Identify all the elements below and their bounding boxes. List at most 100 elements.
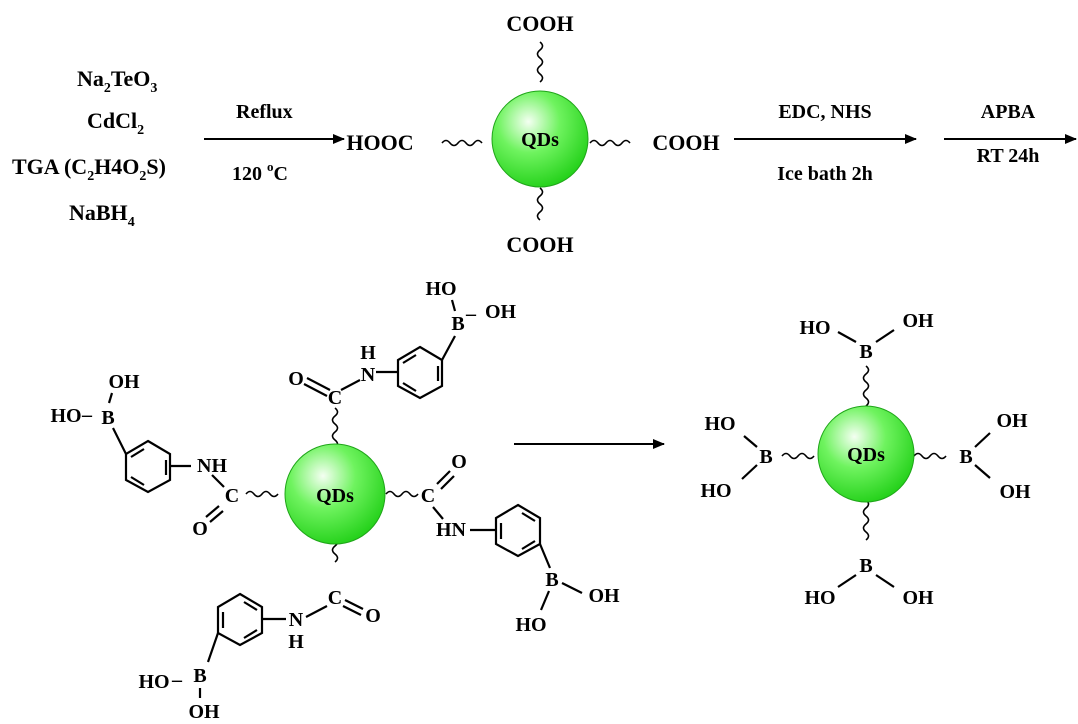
atom-b: B (193, 665, 206, 687)
atom-b: B (759, 446, 772, 468)
hydroxyl-oh: OH (902, 310, 934, 332)
linker-top (331, 407, 339, 449)
carbonyl-bond (205, 505, 220, 518)
ring-double-bond (402, 354, 417, 364)
boronic-group-right: B OH OH (959, 410, 1031, 503)
linker-left (441, 139, 483, 147)
qd-label: QDs (521, 129, 559, 151)
atom-c: C (421, 485, 435, 507)
hydroxyl-oh: OH (188, 701, 220, 723)
b-o-bond (974, 464, 991, 479)
ring-double-bond (130, 448, 145, 458)
amide-arm-bottom: C O N H B HO – OH (138, 587, 380, 723)
b-o-bond (837, 574, 857, 588)
aryl-boron-bond (112, 427, 127, 455)
hydroxyl-oh: OH (108, 371, 140, 393)
atom-n: N (361, 364, 376, 386)
ring-double-bond (130, 476, 145, 486)
atom-b: B (859, 341, 872, 363)
hydroxyl-ho: HO (138, 671, 169, 693)
reaction-arrow-apba: APBA RT 24h (944, 101, 1077, 167)
amide-qd: QDs C O N H B HO – OH C O (50, 278, 620, 723)
condition-apba: APBA (981, 101, 1036, 123)
cooh-right: COOH (652, 130, 719, 155)
b-o-bond (743, 435, 758, 448)
hydroxyl-dash-oh: – (465, 303, 477, 325)
hydroxyl-oh: OH (996, 410, 1028, 432)
quantum-dot (284, 443, 386, 545)
atom-o: O (365, 605, 381, 627)
condition-ice-bath: Ice bath 2h (777, 163, 873, 185)
atom-b: B (959, 446, 972, 468)
atom-h: H (288, 631, 304, 653)
linker-left (781, 452, 815, 460)
ring-double-bond (243, 601, 258, 611)
boronic-qd: QDs B HO OH B HO HO B OH OH B (700, 310, 1031, 609)
boronic-group-top: B HO OH (799, 310, 934, 363)
carboxyl-qd: QDs COOH HOOC COOH COOH (346, 11, 719, 257)
amide-bond (211, 474, 225, 488)
reagent-nabh4: NaBH4 (69, 200, 135, 230)
boronic-group-bottom: B HO OH (804, 555, 934, 609)
amide-arm-top: C O N H B HO – OH (288, 278, 516, 409)
hydroxyl-dash: – (171, 669, 183, 691)
amide-bond (340, 379, 361, 391)
atom-c: C (225, 485, 239, 507)
reagent-na2teo3: Na2TeO3 (77, 66, 157, 96)
b-o-bond (539, 590, 551, 611)
hydroxyl-ho: HO (50, 405, 81, 427)
ring-double-bond (521, 540, 536, 550)
b-o-bond (837, 331, 857, 343)
linker-top (536, 41, 544, 83)
linker-right (589, 139, 631, 147)
amide-arm-right: C O HN B OH HO (421, 451, 620, 636)
benzene-ring (396, 345, 444, 400)
atom-c: C (328, 587, 342, 609)
ring-double-bond (243, 629, 258, 639)
qd-label: QDs (316, 485, 354, 507)
hydroxyl-oh: OH (485, 301, 517, 323)
linker-right (385, 490, 419, 498)
linker-left (245, 490, 279, 498)
hydroxyl-ho: HO (704, 413, 735, 435)
b-o-bond (741, 464, 758, 480)
reagent-tga: TGA (C2H4O2S) (12, 154, 166, 184)
quantum-dot (817, 405, 915, 503)
condition-reflux: Reflux (236, 101, 293, 123)
amide-arm-left: C O NH B OH HO – (50, 371, 239, 540)
qd-label: QDs (847, 444, 885, 466)
atom-o: O (451, 451, 467, 473)
atom-nh: NH (197, 455, 227, 477)
aryl-boron-bond (441, 335, 456, 361)
hydroxyl-ho: HO (804, 587, 835, 609)
b-o-bond (875, 574, 895, 588)
hooc-left: HOOC (346, 130, 413, 155)
carbonyl-bond (306, 377, 331, 391)
atom-b: B (859, 555, 872, 577)
carbonyl-bond (344, 599, 364, 610)
benzene-ring (124, 439, 172, 494)
boronic-group-left: B HO HO (700, 413, 772, 502)
atom-o: O (288, 368, 304, 390)
hydroxyl-oh: OH (902, 587, 934, 609)
condition-rt: RT 24h (977, 145, 1040, 167)
atom-b: B (101, 407, 114, 429)
atom-hn: HN (436, 519, 467, 541)
reagent-cdcl2: CdCl2 (87, 108, 144, 138)
ring-double-bond (521, 512, 536, 522)
carbonyl-bond (209, 510, 224, 523)
hydroxyl-oh: OH (999, 481, 1031, 503)
hydroxyl-ho: HO (425, 278, 456, 300)
carbonyl-bond (436, 470, 451, 485)
quantum-dot (491, 90, 589, 188)
atom-b: B (545, 569, 558, 591)
reagent-list: Na2TeO3 CdCl2 TGA (C2H4O2S) NaBH4 (12, 66, 166, 230)
reaction-arrow-edc: EDC, NHS Ice bath 2h (734, 101, 917, 185)
hydroxyl-ho: HO (799, 317, 830, 339)
carbonyl-bond (342, 605, 362, 616)
atom-o: O (192, 518, 208, 540)
benzene-ring (216, 592, 264, 647)
cooh-bottom: COOH (506, 232, 573, 257)
aryl-boron-bond (206, 632, 220, 663)
